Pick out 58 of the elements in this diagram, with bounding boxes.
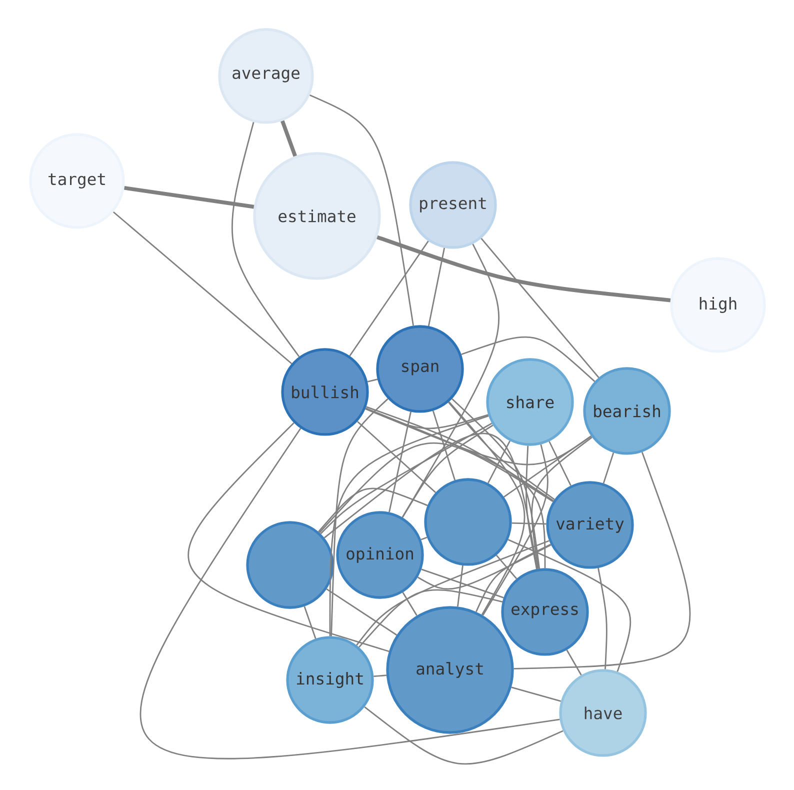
edge-line: [349, 240, 429, 356]
edge-line: [356, 540, 550, 646]
edge-line: [448, 402, 555, 500]
edge-line: [512, 522, 546, 525]
edge-line: [402, 244, 500, 518]
circle: [246, 521, 334, 609]
edge-line: [366, 406, 554, 502]
edge-line: [324, 433, 538, 569]
edge-line: [112, 211, 292, 364]
edge-line: [566, 650, 582, 676]
edge-line: [514, 452, 690, 670]
edge-line: [421, 568, 504, 598]
edge-line: [365, 408, 592, 466]
edge-line: [504, 436, 592, 498]
edge-line: [140, 428, 560, 759]
edge-line: [598, 568, 608, 670]
edge-line: [356, 420, 436, 494]
edge-line: [319, 442, 554, 534]
edge-line: [457, 565, 464, 607]
edge-line: [417, 544, 552, 590]
edge-line: [374, 674, 386, 678]
edge-line: [496, 554, 518, 580]
edge-line: [508, 539, 631, 672]
edge-line: [448, 401, 525, 616]
edge-line: [124, 186, 254, 209]
edge-line: [367, 378, 378, 382]
edge-line: [318, 488, 428, 532]
edge-line: [280, 120, 297, 157]
edge-line: [329, 415, 489, 636]
edge-line: [310, 94, 414, 326]
edge-line: [231, 122, 300, 358]
edge-line: [432, 410, 456, 480]
edge-line: [452, 398, 540, 569]
edge-line: [526, 446, 538, 570]
edge-line: [388, 412, 412, 512]
edge-line: [402, 424, 494, 518]
edge-line: [480, 238, 600, 378]
edge-line: [428, 248, 446, 326]
edge-line: [602, 452, 614, 484]
edge-line: [188, 422, 390, 652]
edge-line: [365, 408, 546, 568]
edge-line: [488, 440, 511, 484]
edge-line: [358, 589, 503, 648]
edge-line: [402, 592, 418, 616]
edge-line: [330, 398, 388, 636]
edge-line: [548, 441, 572, 486]
edge-line: [482, 444, 548, 616]
circle: [424, 478, 512, 566]
edge-line: [461, 336, 596, 382]
edge-line: [476, 544, 551, 612]
edge-line: [531, 436, 592, 569]
edge-line: [304, 606, 316, 639]
edge-line: [376, 235, 671, 302]
edge-line: [364, 706, 564, 764]
edge-line: [326, 588, 398, 636]
edge-line: [511, 686, 562, 702]
edge-line: [320, 422, 492, 534]
edge-line: [420, 536, 428, 540]
